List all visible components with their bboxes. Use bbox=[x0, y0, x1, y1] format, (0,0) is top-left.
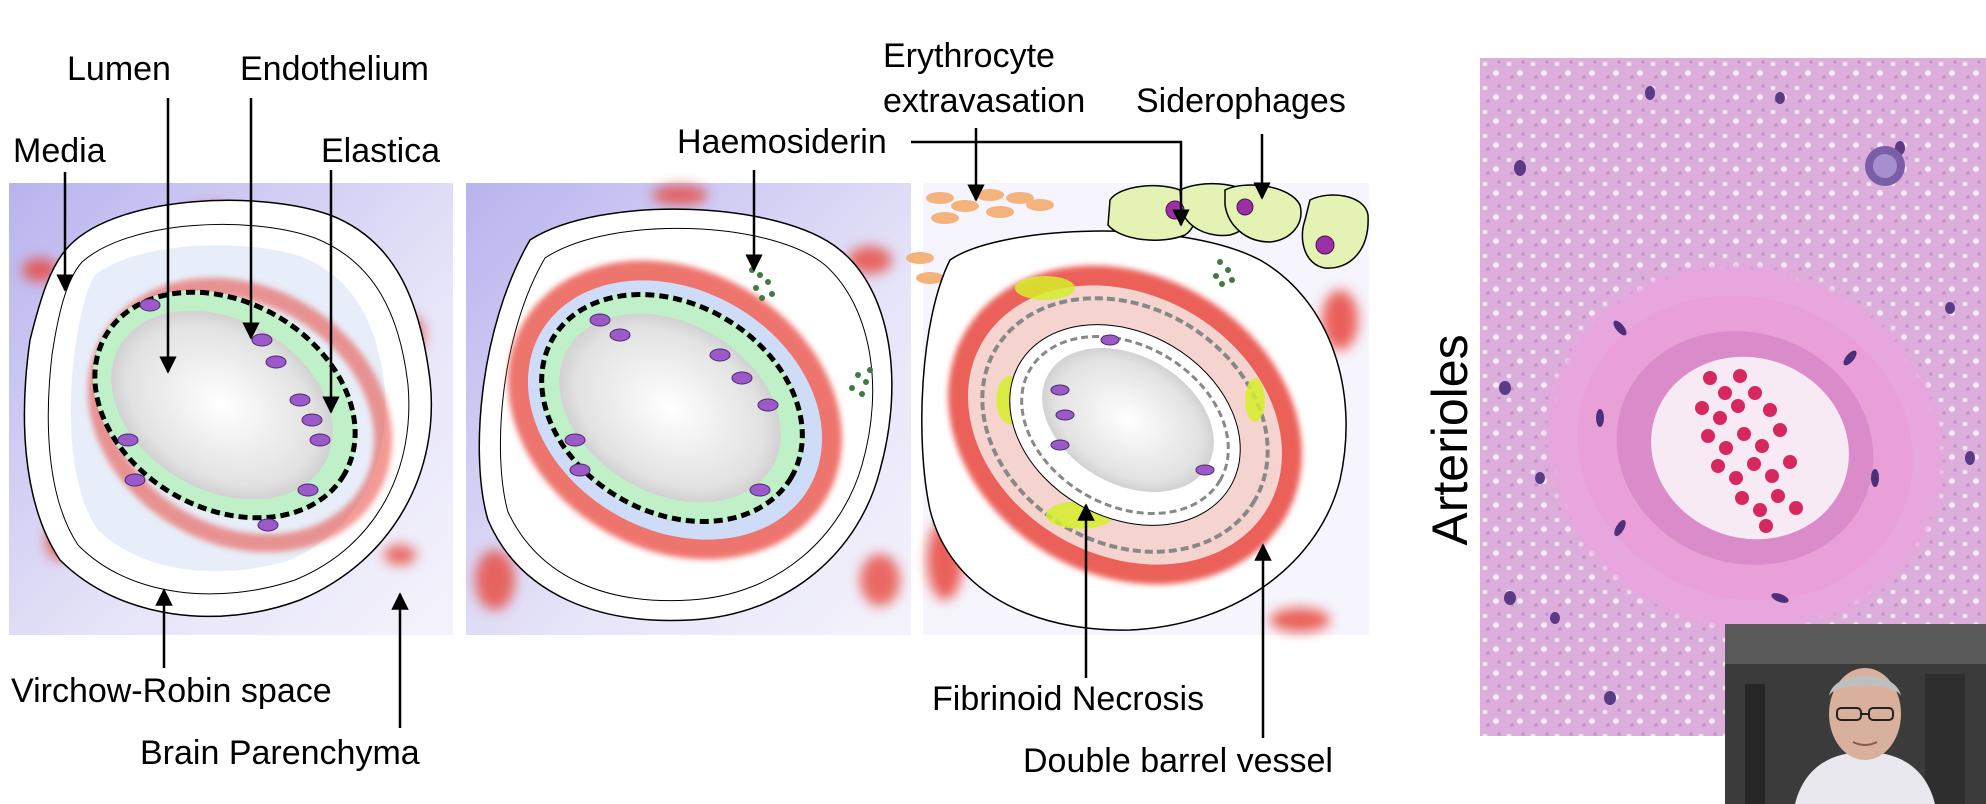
label-lumen: Lumen bbox=[67, 50, 171, 88]
panel-normal-arteriole bbox=[9, 183, 453, 635]
label-media: Media bbox=[13, 132, 106, 170]
label-endothelium: Endothelium bbox=[240, 50, 430, 88]
label-virchow-robin-space: Virchow-Robin space bbox=[11, 672, 332, 710]
label-double-barrel-vessel: Double barrel vessel bbox=[1023, 742, 1333, 780]
annotation-arrows bbox=[56, 98, 1272, 738]
label-fibrinoid-necrosis: Fibrinoid Necrosis bbox=[932, 680, 1205, 718]
label-brain-parenchyma: Brain Parenchyma bbox=[140, 734, 420, 772]
panel-haemosiderin-arteriole bbox=[466, 183, 911, 635]
side-title-arterioles: Arterioles bbox=[1422, 334, 1478, 546]
label-erythrocyte-line1: Erythrocyte bbox=[883, 37, 1055, 75]
label-siderophages: Siderophages bbox=[1136, 82, 1346, 120]
label-elastica: Elastica bbox=[321, 132, 441, 170]
presenter-webcam bbox=[1725, 624, 1986, 804]
panel-damaged-arteriole bbox=[906, 182, 1369, 635]
histology-micrograph bbox=[1480, 58, 1986, 736]
label-haemosiderin: Haemosiderin bbox=[677, 123, 887, 161]
label-erythrocyte-line2: extravasation bbox=[883, 82, 1086, 120]
